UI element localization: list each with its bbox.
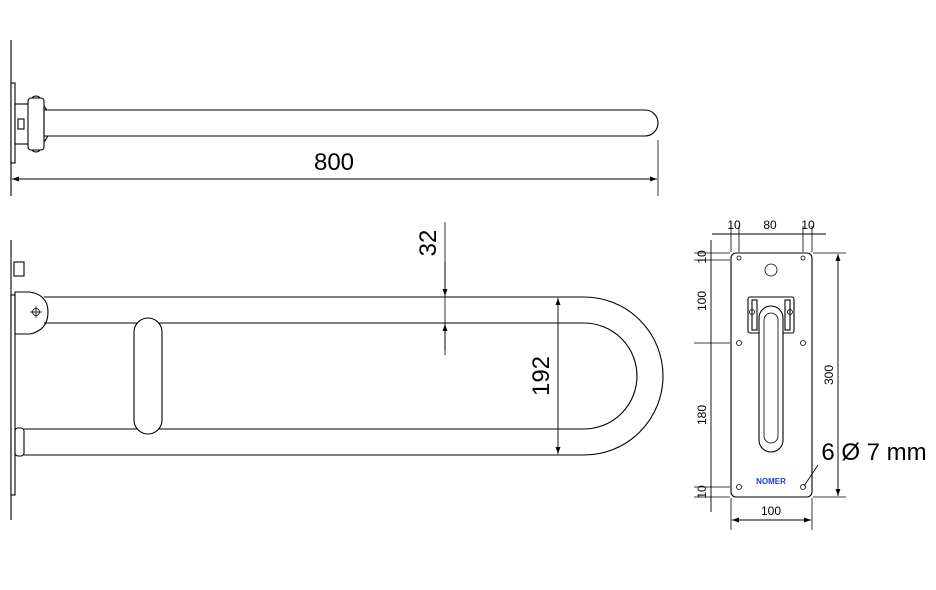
rail-outer-edge: [24, 296, 664, 456]
plate-top-hole: [764, 263, 778, 277]
bracket-bolt: [787, 309, 793, 315]
folded-rail-end: [758, 305, 784, 453]
hinge-pin: [17, 118, 25, 130]
dim-left-margin: 10: [727, 218, 741, 232]
dim-bottom-margin: 10: [695, 485, 709, 499]
dim-192-label: 192: [528, 356, 555, 396]
dim-center-spacing: 80: [763, 218, 777, 232]
plate-hinge-ear-left: [751, 299, 758, 331]
folded-rail-inner: [763, 312, 779, 444]
rail-end-cap: [14, 427, 25, 457]
mount-hole: [800, 340, 806, 346]
brand-logo: NOMER: [756, 477, 786, 486]
top-view: 800: [10, 40, 659, 196]
dim-upper-spacing: 100: [695, 291, 709, 311]
dim-lower-spacing: 180: [695, 405, 709, 425]
mount-hole: [736, 484, 742, 490]
front-wall-plate: [10, 294, 16, 496]
crossbar-grip: [133, 317, 163, 435]
plate-hinge-ear-right: [784, 299, 791, 331]
dim-right-margin: 10: [801, 218, 815, 232]
dim-width-label: 100: [761, 504, 781, 518]
rail-inner-edge: [24, 322, 638, 430]
dim-height-label: 300: [822, 365, 836, 385]
bracket-bolt: [749, 309, 755, 315]
top-knob: [13, 261, 25, 277]
mount-hole: [800, 255, 806, 261]
top-view-rail: [43, 109, 659, 137]
dim-800-label: 800: [314, 149, 354, 176]
hinge-lug: [14, 291, 49, 335]
mount-hole: [800, 484, 806, 490]
holes-label: 6 Ø 7 mm: [821, 439, 926, 466]
holes-leader: [803, 464, 819, 487]
front-view: 32 192: [10, 222, 664, 520]
mount-hole: [736, 255, 742, 261]
dim-top-margin: 10: [695, 250, 709, 264]
plate-view: NOMER 10 80 10 10 100 180 10 300 100 6 Ø: [694, 218, 927, 530]
dim-32-label: 32: [415, 230, 442, 257]
hinge-bracket: [27, 97, 45, 151]
wall-plate-side: [10, 82, 16, 164]
mount-hole: [736, 340, 742, 346]
